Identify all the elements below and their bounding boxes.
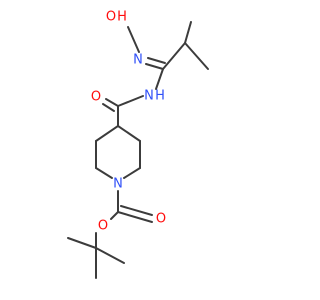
carbamate-carbonyl-o-label: O [156,212,166,227]
bond-carbamate-c-o-a [117,211,153,223]
amide-o-label: O [91,90,101,105]
bonds [67,21,209,279]
molecule-structure: O H N N H O N O O [67,10,209,279]
ring-n-label: N [113,177,123,192]
bond-amide-c-o-a [105,98,119,107]
bond-n-o-oxime [127,26,140,53]
bond-c-nh [155,68,164,90]
bond-ring-3 [95,167,113,179]
bond-c-n-oxime-a [145,63,164,70]
bond-ring-6 [117,125,141,142]
hydroxyl-o-label: O [106,10,116,25]
hydroxyl-h-label: H [117,10,127,25]
bond-carbamate-c-o-ester [110,211,119,220]
bond-tbu-methyl-left [67,237,97,249]
bond-iso-ch-amidine-c [162,42,186,70]
bond-iso-methyl-top [184,21,192,44]
bond-carbamate-c-o-b [120,205,153,216]
bond-amide-c-o-b [102,103,115,112]
bond-tbu-methyl-right [95,247,125,264]
amide-n-label: N [144,89,154,104]
oxime-n-label: N [133,53,143,68]
bond-iso-methyl-right [184,42,209,70]
bond-ring-4 [123,167,141,179]
bond-ring-1 [95,125,119,142]
amide-h-label: H [155,89,165,104]
carbamate-ester-o-label: O [98,219,108,234]
atom-labels: O H N N H O N O O [91,10,166,234]
bond-c-n-oxime-b [147,57,166,64]
bond-nh-amide-c [117,95,144,107]
